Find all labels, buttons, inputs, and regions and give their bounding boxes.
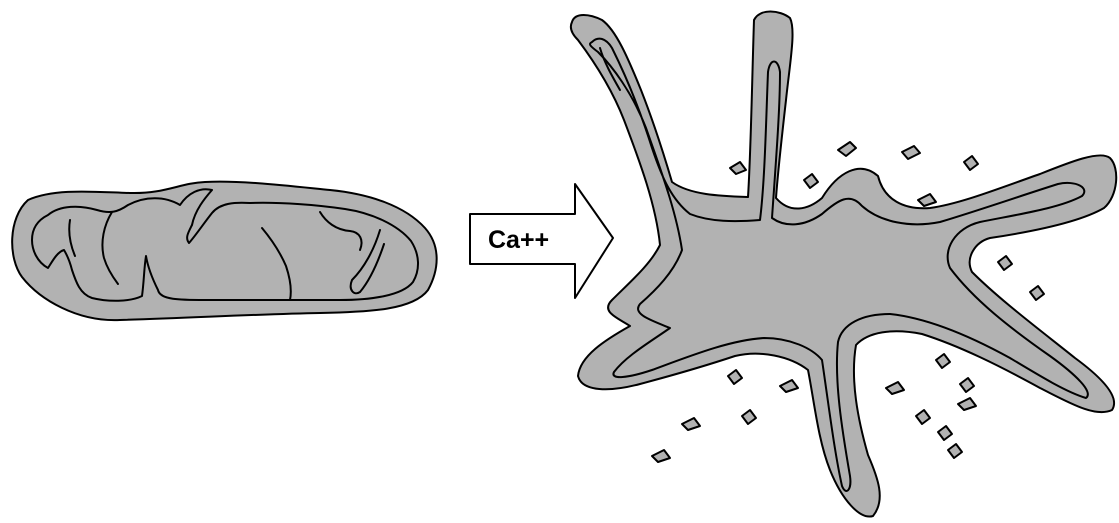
debris-fragment	[780, 380, 798, 392]
debris-fragment	[958, 398, 976, 410]
debris-fragment	[730, 162, 746, 174]
debris-fragment	[960, 378, 974, 392]
debris-fragment	[682, 418, 700, 430]
debris-fragment	[838, 142, 856, 156]
debris-fragment	[938, 426, 952, 440]
ca-arrow: Ca++	[470, 184, 613, 298]
intact-mitochondrion	[12, 182, 437, 321]
debris-fragment	[948, 444, 962, 458]
debris-fragment	[742, 410, 756, 424]
swollen-mitochondrion	[571, 12, 1116, 517]
debris-fragment	[918, 194, 936, 206]
debris-fragment	[916, 410, 930, 424]
debris-fragment	[936, 354, 950, 368]
debris-fragment	[728, 370, 742, 384]
arrow-label: Ca++	[488, 226, 549, 254]
debris-fragment	[886, 382, 904, 394]
debris-fragment	[804, 174, 818, 188]
debris-fragment	[998, 256, 1012, 270]
debris-fragment	[902, 146, 920, 159]
debris-fragment	[652, 450, 670, 462]
debris-fragment	[1030, 286, 1044, 300]
debris-fragment	[964, 156, 978, 170]
